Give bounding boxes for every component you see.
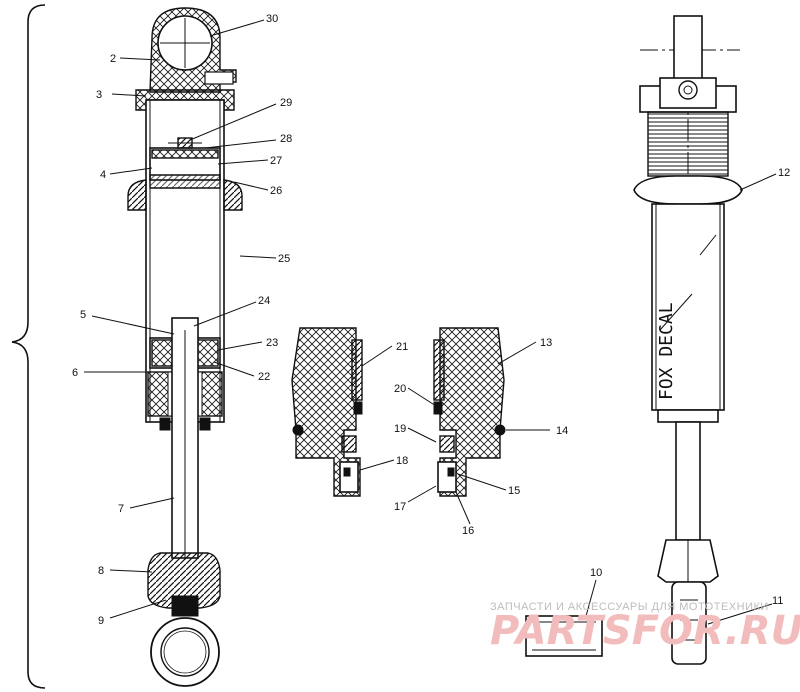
callout-3: 3 [96,89,102,101]
callout-17: 17 [394,501,406,513]
callout-10: 10 [590,567,602,579]
callout-14: 14 [556,425,568,437]
callout-labels: 30 2 3 29 28 4 27 26 25 24 5 23 6 22 7 8… [72,13,790,627]
watermark: ЗАПЧАСТИ И АКСЕССУАРЫ ДЛЯ МОТОТЕХНИКИ PA… [490,601,800,654]
callout-25: 25 [278,253,290,265]
left-shock-section [127,7,243,687]
callout-16: 16 [462,525,474,537]
callout-7: 7 [118,503,124,515]
callout-2: 2 [110,53,116,65]
callout-11: 11 [772,595,783,607]
callout-30: 30 [266,13,278,25]
callout-12: 12 [778,167,790,179]
callout-6: 6 [72,367,78,379]
callout-15: 15 [508,485,520,497]
fox-decal-text: FOX DECAL [656,302,677,400]
callout-20: 20 [394,383,406,395]
callout-9: 9 [98,615,104,627]
watermark-tagline: ЗАПЧАСТИ И АКСЕССУАРЫ ДЛЯ МОТОТЕХНИКИ [490,601,769,613]
callout-18: 18 [396,455,408,467]
leader-lines [84,19,777,625]
callout-19: 19 [394,423,406,435]
callout-5: 5 [80,309,86,321]
callout-13: 13 [540,337,552,349]
callout-8: 8 [98,565,104,577]
assembly-brace [11,4,46,689]
callout-23: 23 [266,337,278,349]
callout-29: 29 [280,97,292,109]
watermark-logo: PARTSFOR.RU [490,608,800,654]
callout-22: 22 [258,371,270,383]
callout-28: 28 [280,133,292,145]
callout-26: 26 [270,185,282,197]
callout-24: 24 [258,295,270,307]
callout-4: 4 [100,169,106,181]
right-shock-exterior: FOX DECAL [633,15,743,665]
callout-27: 27 [270,155,282,167]
seal-head-detail [291,327,506,497]
part-10-spacer [525,615,603,657]
callout-21: 21 [396,341,408,353]
